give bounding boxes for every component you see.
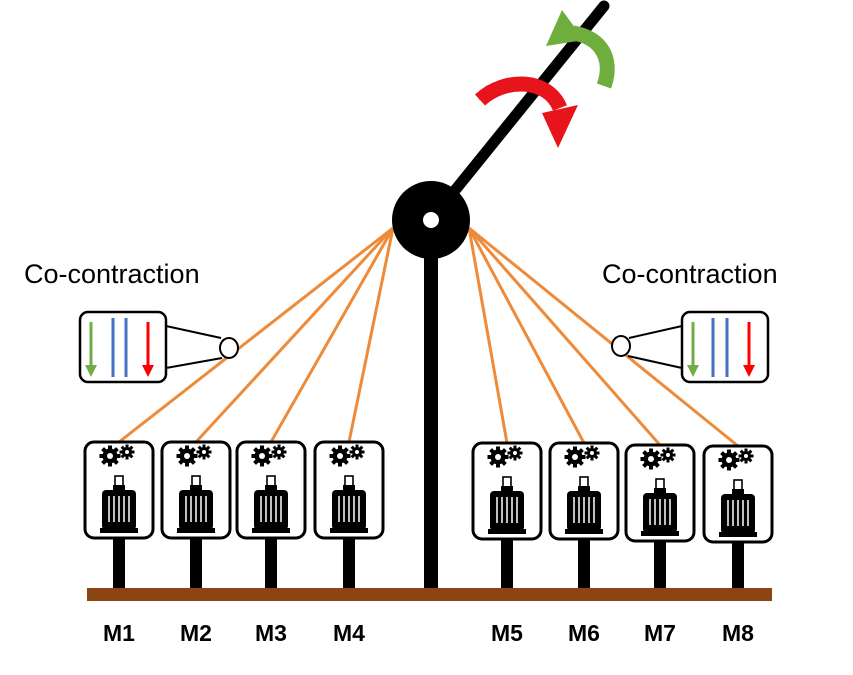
tendon-m4 [347, 227, 395, 443]
motor-unit-m8 [702, 444, 774, 544]
motor-label-m3: M3 [255, 620, 287, 646]
tendon-m7 [467, 227, 662, 446]
tendon-m2 [194, 226, 395, 444]
motor-label-m5: M5 [491, 620, 523, 646]
motor-stand-m1 [113, 538, 125, 588]
motor-stand-m4 [343, 538, 355, 588]
motor-units [83, 440, 774, 588]
red-curved-arrow-icon [474, 76, 578, 148]
motor-label-m1: M1 [103, 620, 135, 646]
central-pillar [424, 230, 438, 590]
motor-unit-m1 [83, 440, 155, 540]
base-rail [87, 588, 772, 601]
motor-unit-m5 [471, 441, 543, 541]
motor-stand-m5 [501, 539, 513, 588]
motor-stand-m6 [578, 539, 590, 588]
motor-label-m8: M8 [722, 620, 754, 646]
green-curved-arrow-icon [546, 10, 615, 89]
motor-label-m2: M2 [180, 620, 212, 646]
motor-unit-m7 [624, 443, 696, 543]
tendon-m6 [467, 227, 586, 444]
cocontraction-label-right: Co-contraction [602, 259, 778, 289]
motor-unit-m4 [313, 440, 385, 540]
tendon-m5 [467, 227, 509, 444]
motor-unit-m2 [160, 440, 232, 540]
joint-arm [425, 0, 610, 226]
motor-label-m6: M6 [568, 620, 600, 646]
joint-axle [423, 212, 439, 228]
tendon-m8 [468, 226, 739, 448]
motor-stand-m3 [265, 538, 277, 588]
cocontraction-callout-right: Co-contraction [602, 259, 778, 384]
motor-stand-m7 [654, 541, 666, 588]
tendon-m3 [269, 227, 395, 443]
motor-stand-m2 [190, 538, 202, 588]
motor-unit-m6 [548, 441, 620, 541]
motor-unit-m3 [235, 440, 307, 540]
motor-label-m4: M4 [333, 620, 365, 646]
motor-label-m7: M7 [644, 620, 676, 646]
motor-stand-m8 [732, 542, 744, 588]
tendon-m1 [118, 226, 394, 444]
motor-labels: M1 M2 M3 M4 M5 M6 M7 M8 [103, 620, 754, 646]
tendon-cables [118, 226, 739, 448]
cocontraction-callout-left: Co-contraction [24, 259, 239, 384]
cocontraction-label-left: Co-contraction [24, 259, 200, 289]
